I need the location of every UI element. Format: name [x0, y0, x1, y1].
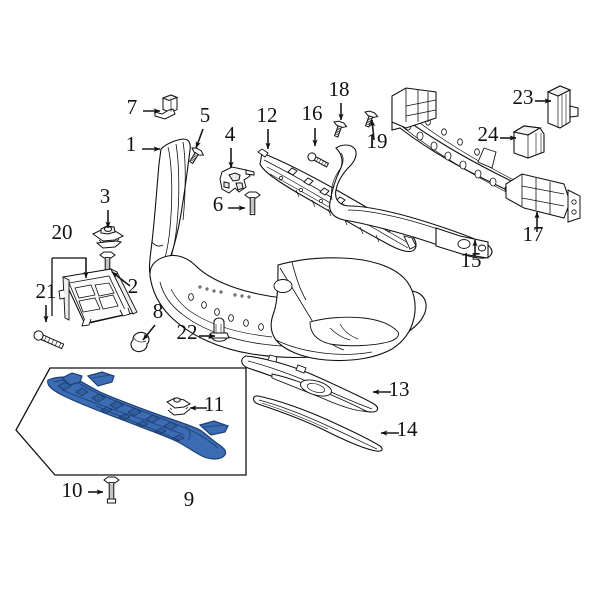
callout-number-11[interactable]: 11 — [204, 392, 224, 416]
part-energy-absorber-block[interactable] — [512, 125, 545, 159]
callout-14[interactable]: 14 — [380, 417, 419, 441]
callout-number-16[interactable]: 16 — [302, 101, 323, 125]
callout-2[interactable]: 2 — [111, 271, 139, 298]
callout-17[interactable]: 17 — [523, 211, 544, 246]
callout-number-18[interactable]: 18 — [329, 77, 350, 101]
callout-number-23[interactable]: 23 — [513, 85, 534, 109]
callout-5[interactable]: 5 — [195, 103, 211, 149]
callout-number-17[interactable]: 17 — [523, 222, 544, 246]
callout-24[interactable]: 24 — [478, 122, 517, 146]
part-lower-deflector-highlighted[interactable] — [47, 371, 229, 460]
part-license-bracket-group[interactable] — [58, 268, 138, 327]
callout-number-2[interactable]: 2 — [128, 274, 139, 298]
callout-number-15[interactable]: 15 — [461, 248, 482, 272]
callout-number-7[interactable]: 7 — [127, 95, 138, 119]
part-bolt-deflector[interactable] — [103, 476, 120, 504]
part-impact-bar-side[interactable] — [391, 87, 581, 223]
part-sensor-module[interactable] — [546, 85, 579, 129]
callout-number-24[interactable]: 24 — [478, 122, 500, 146]
callout-number-9[interactable]: 9 — [184, 487, 195, 511]
callout-13[interactable]: 13 — [372, 377, 410, 401]
callout-number-20[interactable]: 20 — [52, 220, 73, 244]
callout-number-14[interactable]: 14 — [397, 417, 419, 441]
callout-arrow-8 — [142, 324, 156, 341]
part-screw-license[interactable] — [33, 329, 65, 350]
callout-10[interactable]: 10 — [62, 478, 104, 502]
callout-number-13[interactable]: 13 — [389, 377, 410, 401]
callout-number-12[interactable]: 12 — [257, 103, 278, 127]
callout-11[interactable]: 11 — [189, 392, 224, 416]
callout-number-22[interactable]: 22 — [177, 320, 198, 344]
part-clip-deflector[interactable] — [166, 397, 191, 416]
callout-arrow-5 — [195, 128, 204, 149]
part-bumper-bracket[interactable] — [219, 166, 255, 194]
callout-bracket-20 — [51, 257, 87, 316]
callout-1[interactable]: 1 — [126, 132, 161, 156]
callout-number-21[interactable]: 21 — [36, 279, 57, 303]
callout-number-4[interactable]: 4 — [225, 122, 236, 146]
part-bolt-flange[interactable] — [244, 191, 261, 216]
callout-number-10[interactable]: 10 — [62, 478, 83, 502]
callout-12[interactable]: 12 — [257, 103, 278, 150]
callout-9[interactable]: 9 — [184, 487, 195, 511]
callout-23[interactable]: 23 — [513, 85, 552, 109]
callout-21[interactable]: 21 — [36, 279, 57, 323]
part-lower-molding[interactable] — [252, 395, 383, 452]
callout-16[interactable]: 16 — [302, 101, 323, 147]
callout-19[interactable]: 19 — [367, 119, 388, 153]
callout-arrow-2 — [111, 271, 131, 287]
callout-number-5[interactable]: 5 — [200, 103, 211, 127]
part-fog-light-bezel[interactable] — [241, 354, 379, 413]
part-screw-small[interactable] — [307, 151, 330, 168]
callout-number-8[interactable]: 8 — [153, 299, 164, 323]
callout-3[interactable]: 3 — [100, 184, 111, 229]
callout-4[interactable]: 4 — [225, 122, 236, 169]
callout-8[interactable]: 8 — [142, 299, 164, 341]
callout-6[interactable]: 6 — [213, 192, 246, 216]
callout-18[interactable]: 18 — [329, 77, 350, 121]
callout-number-19[interactable]: 19 — [367, 129, 388, 153]
callout-arrow-19 — [370, 119, 376, 141]
callout-15[interactable]: 15 — [461, 239, 482, 272]
part-retainer-clip[interactable] — [154, 94, 179, 120]
callout-number-6[interactable]: 6 — [213, 192, 224, 216]
callout-7[interactable]: 7 — [127, 95, 161, 119]
callout-20[interactable]: 20 — [52, 220, 89, 279]
part-bumper-cover-corner[interactable] — [270, 257, 416, 362]
callout-number-3[interactable]: 3 — [100, 184, 111, 208]
callout-22[interactable]: 22 — [177, 320, 216, 344]
callout-number-1[interactable]: 1 — [126, 132, 137, 156]
part-nut-clip[interactable] — [92, 225, 125, 249]
